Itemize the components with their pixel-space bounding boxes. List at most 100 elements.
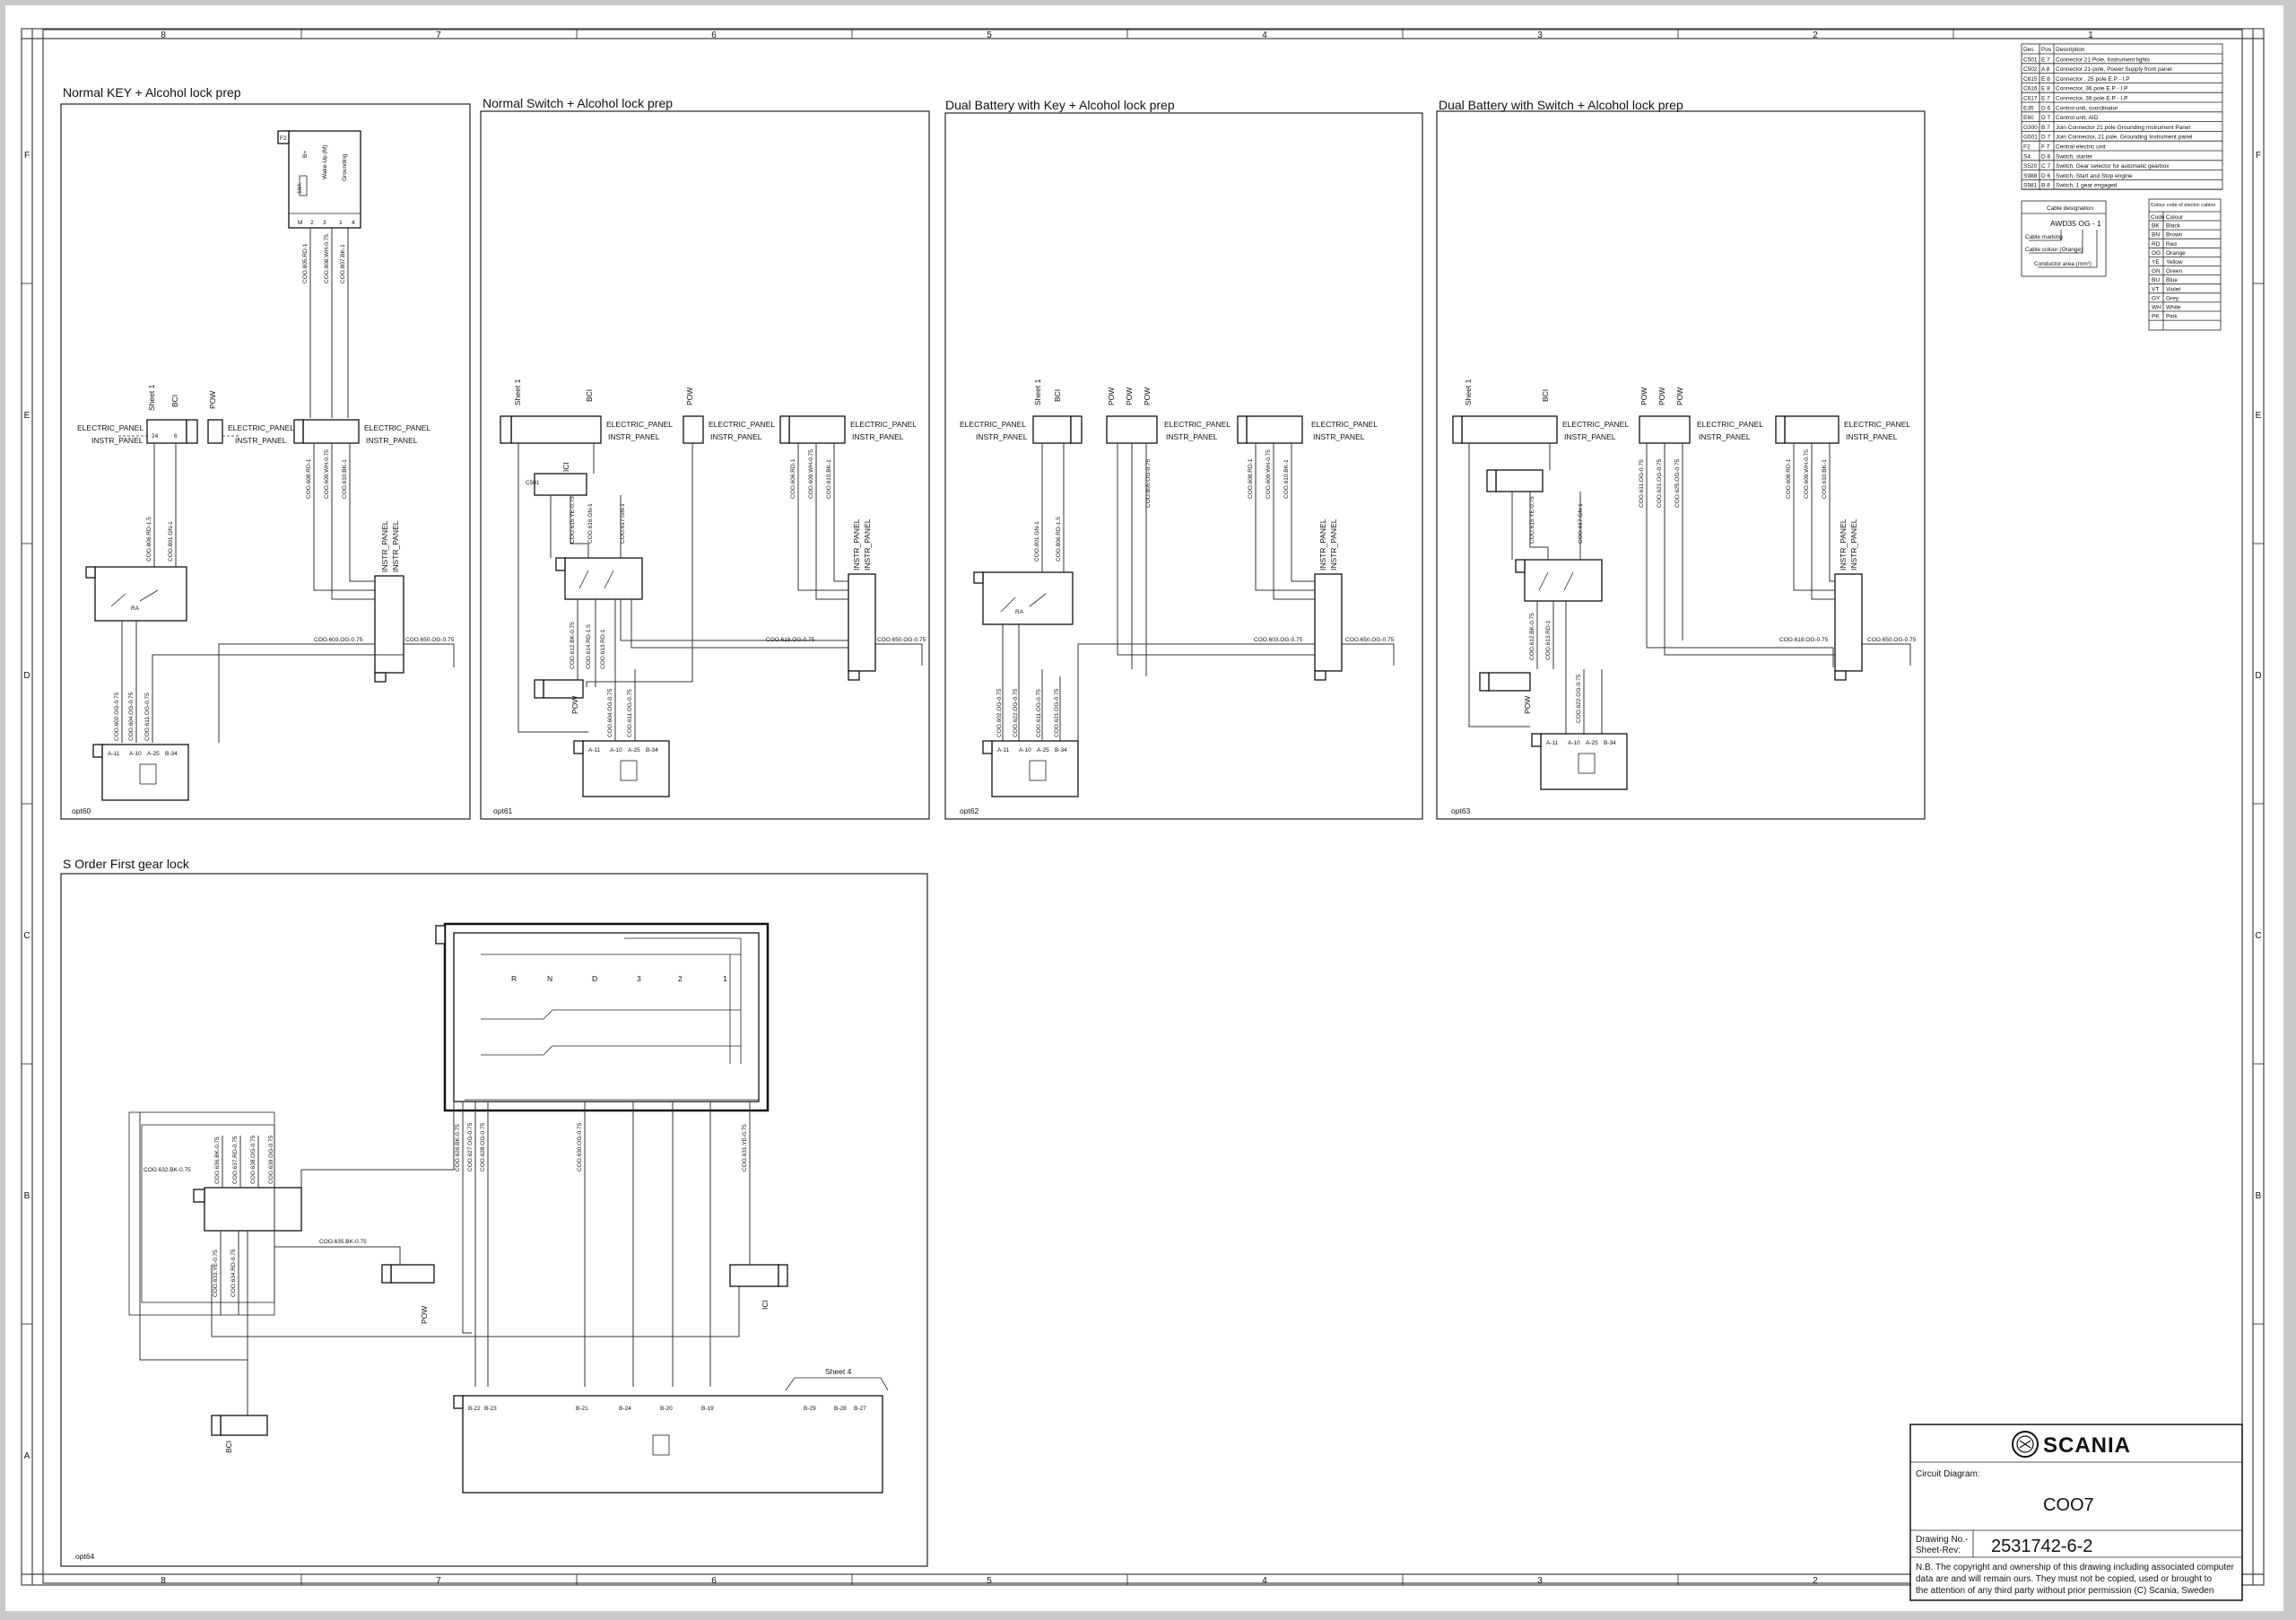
connector-c616 (1246, 415, 1303, 444)
pin-label: M (298, 220, 302, 226)
legend-title: Cable designation (2047, 205, 2093, 212)
connector-c502-bci (220, 1415, 268, 1436)
table-cell: Switch, Start and Stop engine (2056, 173, 2133, 179)
switch-starter (94, 566, 187, 622)
table-cell: Orange (2166, 250, 2186, 257)
row-label: A (24, 1451, 30, 1461)
wire-label: COO.610.BK-1 (1822, 459, 1828, 499)
panel-option-code: opt63 (1451, 806, 1471, 815)
diagram-sheet: 8 7 6 5 4 3 2 1 8 7 6 5 4 3 2 F E D C B … (5, 5, 2283, 1611)
table-cell: Violet (2166, 286, 2180, 292)
table-cell: Control unit, coordinator (2056, 105, 2118, 111)
connector-label: F2 (280, 135, 287, 142)
legend-note: Cable colour (Orange) (2025, 247, 2083, 253)
sheet-rev-label: Sheet-Rev: (1916, 1546, 1961, 1555)
wire-label: COO.650.OG-0.75 (877, 637, 926, 643)
pin-label: 4 (352, 220, 355, 226)
wire-label: COO.625.OG-0.75 (1674, 458, 1681, 508)
table-cell: OG (2152, 250, 2161, 257)
wire-label: COO.612.BK-0.75 (1529, 613, 1535, 660)
pin-label: 3 (323, 220, 326, 226)
pin-label: A-11 (1546, 740, 1559, 746)
wire-label: COO.805.OG-0.75 (1145, 458, 1152, 508)
table-cell: Brown (2166, 232, 2183, 239)
svg-text:POW: POW (208, 391, 217, 409)
table-cell: Connector , 25 pole E.P - I.P (2056, 76, 2130, 83)
wire-label: COO.637.RD-0.75 (232, 1136, 239, 1184)
wire-label: COO.631.YE-0.75 (742, 1124, 748, 1171)
connector-g501 (543, 679, 584, 699)
column-label: 8 (161, 30, 166, 40)
electric-panel-label: ELECTRIC_PANEL (1311, 420, 1378, 429)
table-cell: Central electric unit (2056, 144, 2106, 151)
table-cell: C615 (2023, 76, 2038, 83)
wire-label: COO.603.OG-0.75 (314, 637, 363, 643)
table-cell: RD (2152, 241, 2161, 248)
wire-label: COO.608.RD-1 (306, 458, 312, 499)
column-label: 4 (1262, 30, 1267, 40)
wire-label: COO.650.OG-0.75 (405, 637, 455, 643)
pin-label: B-22 (468, 1406, 481, 1412)
svg-text:ICI: ICI (761, 1300, 770, 1310)
svg-text:INSTR_PANEL: INSTR_PANEL (1839, 518, 1848, 570)
panel-opt63: Dual Battery with Switch + Alcohol lock … (1436, 98, 1926, 820)
instr-panel-label: INSTR_PANEL (1313, 432, 1365, 441)
circuit-diagram: 8 7 6 5 4 3 2 1 8 7 6 5 4 3 2 F E D C B … (21, 28, 2265, 1601)
wire-label: COO.806.RD-1.5 (146, 517, 152, 562)
wire-label: COO.633.YE-0.75 (213, 1250, 219, 1297)
column-label: 3 (1537, 30, 1543, 40)
table-cell: Grey (2166, 295, 2179, 301)
pin-label: B-34 (646, 747, 658, 753)
brand-logotype: SCANIA (2043, 1433, 2131, 1458)
svg-text:POW: POW (1523, 696, 1532, 714)
wire-label: COO.630.OG-0.75 (577, 1122, 583, 1171)
panel-opt62: Dual Battery with Key + Alcohol lock pre… (944, 98, 1423, 820)
svg-text:INSTR_PANEL: INSTR_PANEL (1329, 518, 1338, 570)
electric-panel-label: ELECTRIC_PANEL (364, 423, 430, 432)
pin-label: B-19 (701, 1406, 714, 1412)
table-header: Code (2151, 214, 2165, 221)
panel-title: Dual Battery with Key + Alcohol lock pre… (945, 98, 1175, 112)
panel-title: S Order First gear lock (63, 857, 190, 871)
svg-text:INSTR_PANEL: INSTR_PANEL (852, 518, 861, 570)
copyright-note: data are and will remain ours. They must… (1916, 1574, 2212, 1584)
panel-opt64: S Order First gear lock opt64 R N D 3 2 … (60, 857, 928, 1567)
wire-label: COO.808.WH-0.75 (324, 234, 330, 283)
connector-c616 (302, 419, 360, 444)
table-cell: Control unit, AID (2056, 115, 2099, 121)
table-cell: B 7 (2041, 125, 2050, 131)
column-label: 8 (161, 1576, 166, 1586)
connector-ici (1495, 469, 1544, 492)
svg-text:POW: POW (1107, 388, 1116, 405)
row-label: E (2256, 411, 2262, 421)
svg-text:B+: B+ (302, 151, 309, 158)
table-cell: Join Connector 21 pole Grounding Instrum… (2056, 125, 2191, 131)
column-label: 1 (2088, 30, 2093, 40)
svg-text:Sheet 1: Sheet 1 (1464, 379, 1473, 405)
svg-text:2: 2 (678, 974, 683, 983)
table-cell: S981 (2023, 183, 2038, 189)
panel-option-code: opt61 (493, 806, 513, 815)
table-cell: White (2166, 305, 2181, 311)
electric-panel-label: ELECTRIC_PANEL (228, 423, 294, 432)
electric-panel-label: ELECTRIC_PANEL (850, 420, 917, 429)
wire-label: COO.604.OG-0.75 (607, 688, 613, 737)
pin-label: A-11 (997, 747, 1010, 753)
table-cell: BK (2152, 223, 2160, 230)
instr-panel-label: INSTR_PANEL (1699, 432, 1751, 441)
svg-text:POW: POW (1125, 388, 1134, 405)
table-cell: D 6 (2041, 105, 2051, 111)
table-cell: Connector 21-pole, Power Supply front pa… (2056, 66, 2172, 73)
svg-text:POW: POW (1657, 388, 1666, 405)
instr-panel-connector (848, 573, 876, 672)
switch-start-stop (1524, 559, 1603, 602)
table-cell: S520 (2023, 163, 2038, 170)
switch-start-stop (564, 557, 643, 600)
table-cell: Switch, 1 gear engaged (2056, 183, 2118, 189)
wire-label: COO.626.BK-0.75 (455, 1124, 461, 1171)
panel-option-code: opt60 (72, 806, 91, 815)
wire-label: COO.609.WH-0.75 (1804, 449, 1810, 499)
connector-g501 (1488, 672, 1531, 692)
svg-text:D: D (592, 974, 597, 983)
table-cell: G501 (2023, 135, 2038, 141)
